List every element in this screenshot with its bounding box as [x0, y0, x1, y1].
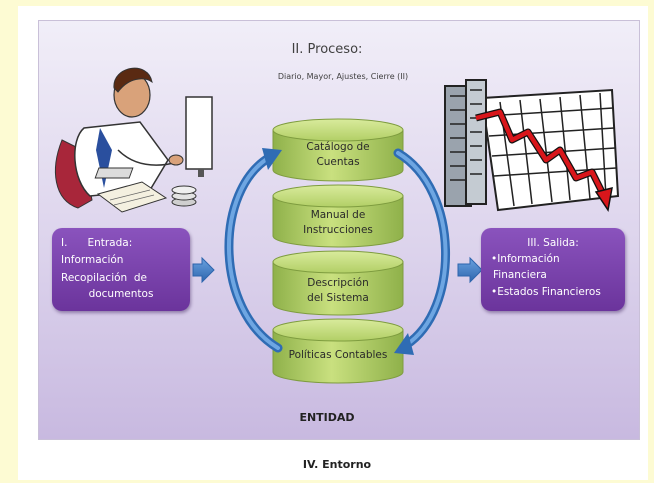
process-title: II. Proceso:	[291, 42, 363, 57]
salida-line: •Información	[491, 253, 560, 265]
salida-box: III. Salida: •Información Financiera •Es…	[481, 228, 625, 311]
cylinder-label-line: Catálogo de	[306, 141, 370, 153]
cylinder-label-politicas: Políticas Contables	[274, 348, 402, 363]
salida-title: III. Salida:	[527, 237, 579, 249]
cylinder-label-manual: Manual de Instrucciones	[274, 208, 402, 238]
salida-line: Financiera	[493, 269, 547, 281]
cylinder-label-line: Políticas Contables	[288, 349, 388, 361]
entrada-line: Información	[61, 254, 124, 266]
cylinder-politicas	[272, 318, 404, 384]
cycle-arrow-left	[224, 148, 283, 353]
entrada-line: documentos	[88, 288, 154, 300]
cylinder-label-line: Manual de	[310, 209, 366, 221]
cylinder-catalogo	[272, 118, 404, 182]
salida-arrow	[457, 256, 483, 284]
process-subtitle: Diario, Mayor, Ajustes, Cierre (II)	[277, 72, 409, 81]
cylinder-label-line: del Sistema	[307, 292, 369, 304]
cycle-arrow-right	[393, 148, 451, 355]
cylinder-descripcion	[272, 250, 404, 316]
entrada-title: I. Entrada:	[61, 237, 133, 249]
salida-line: •Estados Financieros	[491, 286, 601, 298]
entorno-label: IV. Entorno	[302, 458, 372, 471]
entrada-line: Recopilación de	[61, 272, 147, 284]
entrada-box: I. Entrada: Información Recopilación de …	[52, 228, 190, 311]
cylinder-label-catalogo: Catálogo de Cuentas	[274, 140, 402, 170]
entrada-arrow	[192, 256, 215, 284]
cylinder-label-line: Cuentas	[316, 156, 360, 168]
cylinder-manual	[272, 184, 404, 248]
falling-chart-icon	[444, 79, 620, 212]
accountant-clipart-icon	[55, 67, 213, 213]
entidad-label: ENTIDAD	[299, 411, 355, 424]
cylinder-label-line: Descripción	[307, 277, 369, 289]
cylinder-label-descripcion: Descripción del Sistema	[274, 276, 402, 306]
cylinder-label-line: Instrucciones	[303, 224, 373, 236]
